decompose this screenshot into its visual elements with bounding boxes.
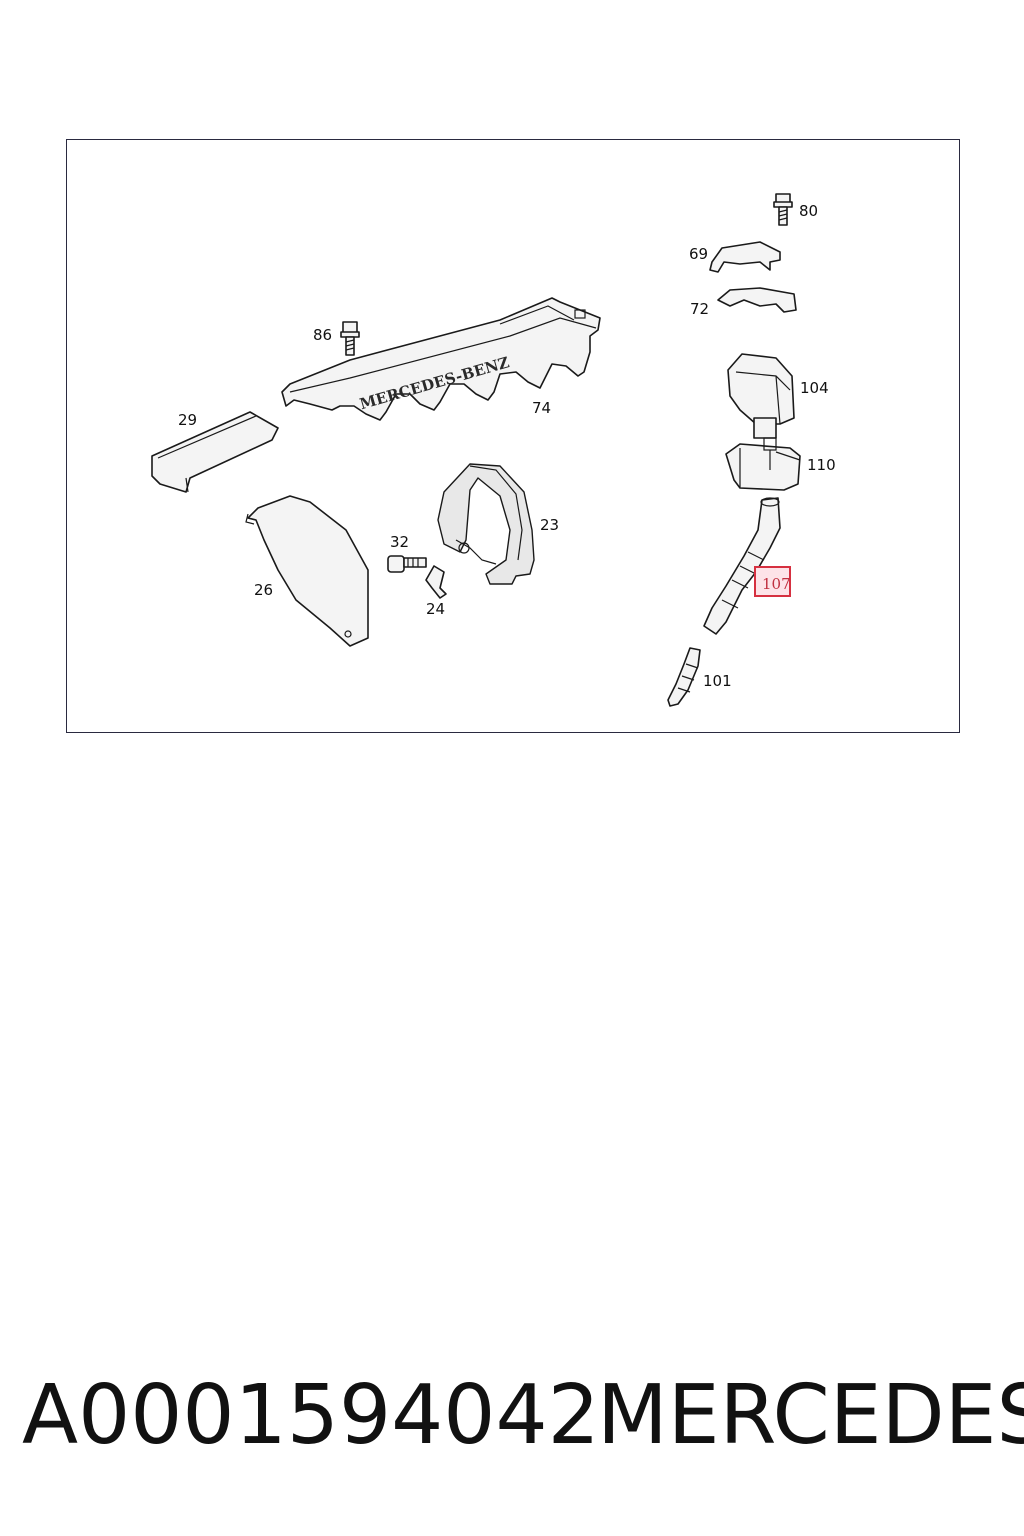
label-80: 80 xyxy=(799,202,818,220)
cover-29-part[interactable] xyxy=(151,411,279,493)
highlight-box xyxy=(754,566,791,597)
bracket-23-part[interactable] xyxy=(437,463,535,585)
engine-cover-part[interactable]: MERCEDES-BENZ xyxy=(281,297,601,421)
part-number: A0001594042 xyxy=(22,1368,600,1463)
label-23: 23 xyxy=(540,516,559,534)
parts-diagram: MERCEDES-BENZ xyxy=(151,193,836,707)
label-110: 110 xyxy=(807,456,836,474)
label-26: 26 xyxy=(254,581,273,599)
label-74: 74 xyxy=(532,399,551,417)
cover-26-part[interactable] xyxy=(245,495,369,647)
bolt-80-part[interactable] xyxy=(773,193,793,226)
label-29: 29 xyxy=(178,411,197,429)
label-86: 86 xyxy=(313,326,332,344)
highlight-107[interactable]: 107 xyxy=(754,566,791,597)
bolt-32-part[interactable] xyxy=(387,555,427,573)
brand-name: MERCEDES xyxy=(597,1368,1024,1463)
label-24: 24 xyxy=(426,600,445,618)
clip-24-part[interactable] xyxy=(425,565,447,599)
diagram-frame xyxy=(66,139,960,733)
connector-plug-107-part[interactable] xyxy=(703,497,781,635)
connector-110-part[interactable] xyxy=(725,437,801,491)
label-104: 104 xyxy=(800,379,829,397)
spark-plug-101-part[interactable] xyxy=(667,647,701,707)
label-32: 32 xyxy=(390,533,409,551)
bracket-72-part[interactable] xyxy=(717,287,797,313)
bolt-86-part[interactable] xyxy=(340,321,360,356)
label-69: 69 xyxy=(689,245,708,263)
bracket-69-part[interactable] xyxy=(709,241,781,273)
label-107: 107 xyxy=(762,575,791,593)
label-72: 72 xyxy=(690,300,709,318)
ignition-coil-104-part[interactable] xyxy=(727,353,795,439)
label-101: 101 xyxy=(703,672,732,690)
